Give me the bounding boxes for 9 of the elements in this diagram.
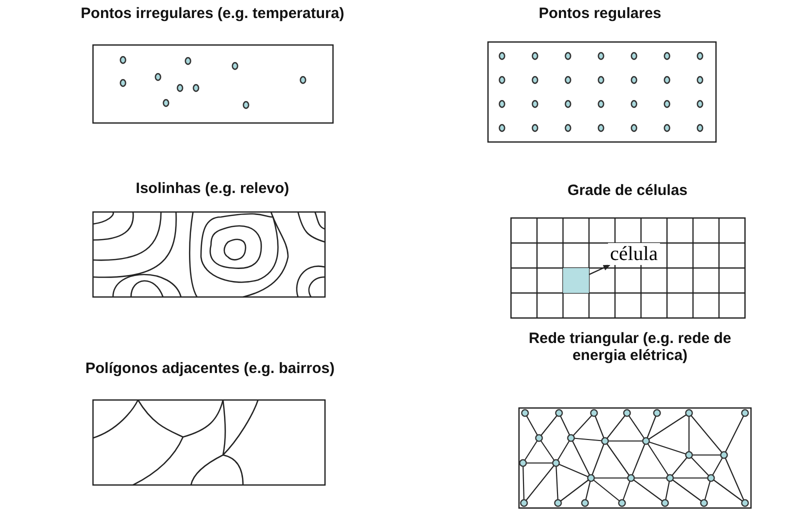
leader-arrow <box>588 264 610 276</box>
panel-heading: Pontos irregulares (e.g. temperatura) <box>80 5 344 22</box>
panel-heading: Grade de células <box>567 182 688 199</box>
panel-heading: Pontos regulares <box>538 5 662 22</box>
highlighted-cell <box>563 268 589 293</box>
panel-heading: Isolinhas (e.g. relevo) <box>136 180 290 197</box>
panel-heading: Rede triangular (e.g. rede de energia elétrica) <box>528 330 732 364</box>
panel-heading: Polígonos adjacentes (e.g. bairros) <box>85 360 335 377</box>
callout-label: célula <box>608 243 660 265</box>
